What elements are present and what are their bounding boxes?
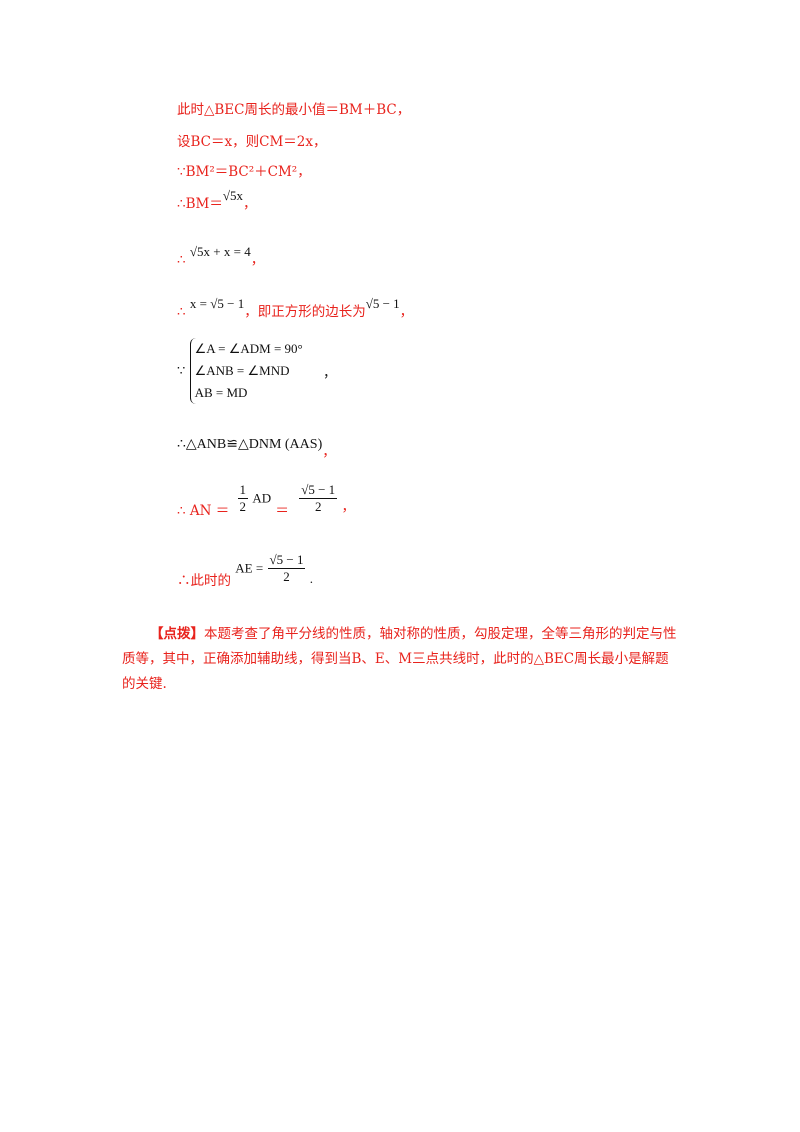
conditions-suffix: ， (323, 364, 337, 380)
condition-ab-md: AB = MD (194, 385, 248, 400)
bm-prefix: ∴BM＝ (177, 196, 223, 212)
ae-prefix: ∴此时的 (177, 572, 231, 589)
half-fraction: 1 2 (237, 482, 249, 515)
eq-suffix: ， (250, 252, 265, 268)
x-mid: ，即正方形的边长为 (244, 304, 366, 320)
line-an-value: ∴ AN ＝ 1 2 AD ＝ √5 − 1 2 ， (177, 482, 355, 519)
congruence-suffix: ， (322, 444, 336, 460)
line-bm-value: ∴BM＝√5x， (177, 188, 257, 212)
ad-label: AD (252, 490, 272, 506)
line-equation: ∴ √5x + x = 4， (177, 240, 264, 268)
line-pythagoras: ∵BM²＝BC²＋CM²， (177, 164, 311, 180)
an-suffix: ， (341, 498, 355, 515)
half-denominator: 2 (237, 498, 249, 514)
an-equals: ＝ (275, 502, 289, 519)
comment-paragraph: 【点拨】本题考查了角平分线的性质，轴对称的性质，勾股定理，全等三角形的判定与性质… (122, 622, 682, 697)
conditions-brace: ∠A = ∠ADM = 90° ∠ANB = ∠MND AB = MD (189, 338, 303, 404)
line-min-perimeter: 此时△BEC周长的最小值＝BM＋BC， (177, 102, 411, 118)
condition-vertical-angles: ∠ANB = ∠MND (194, 363, 290, 378)
x-math: x = √5 − 1 (189, 296, 245, 311)
x-suffix: ， (399, 304, 414, 320)
an-prefix: ∴ AN ＝ (177, 502, 230, 519)
ae-suffix: . (309, 570, 314, 586)
line-set-bc: 设BC＝x，则CM＝2x， (177, 134, 327, 150)
half-numerator: 1 (239, 482, 247, 497)
line-side-length: ∴ x = √5 − 1，即正方形的边长为√5 − 1， (177, 292, 413, 320)
because-symbol: ∵ (177, 363, 186, 378)
eq-math: √5x + x = 4 (189, 244, 251, 259)
side-math: √5 − 1 (365, 296, 400, 311)
congruence-math: ∴△ANB≌△DNM (AAS) (177, 437, 323, 452)
line-congruent-triangles: ∴△ANB≌△DNM (AAS)， (177, 432, 336, 460)
condition-angle-a: ∠A = ∠ADM = 90° (194, 341, 303, 356)
line-ae-value: ∴此时的 AE = √5 − 1 2 . (177, 552, 314, 589)
x-prefix: ∴ (177, 304, 186, 320)
comment-tag: 【点拨】 (150, 626, 204, 642)
line-congruence-conditions: ∵ ∠A = ∠ADM = 90° ∠ANB = ∠MND AB = MD ， (177, 338, 336, 404)
ae-denominator: 2 (267, 568, 306, 585)
ae-numerator: √5 − 1 (269, 552, 304, 567)
bm-suffix: ， (242, 196, 257, 212)
an-numerator: √5 − 1 (301, 482, 336, 497)
comment-text: 本题考查了角平分线的性质，轴对称的性质，勾股定理，全等三角形的判定与性质等，其中… (122, 626, 677, 692)
ae-fraction: √5 − 1 2 (267, 552, 306, 585)
bm-math: √5x (222, 188, 243, 203)
eq-prefix: ∴ (177, 252, 186, 268)
an-fraction: √5 − 1 2 (299, 482, 338, 515)
ae-label: AE = (235, 560, 264, 576)
an-denominator: 2 (299, 498, 338, 515)
